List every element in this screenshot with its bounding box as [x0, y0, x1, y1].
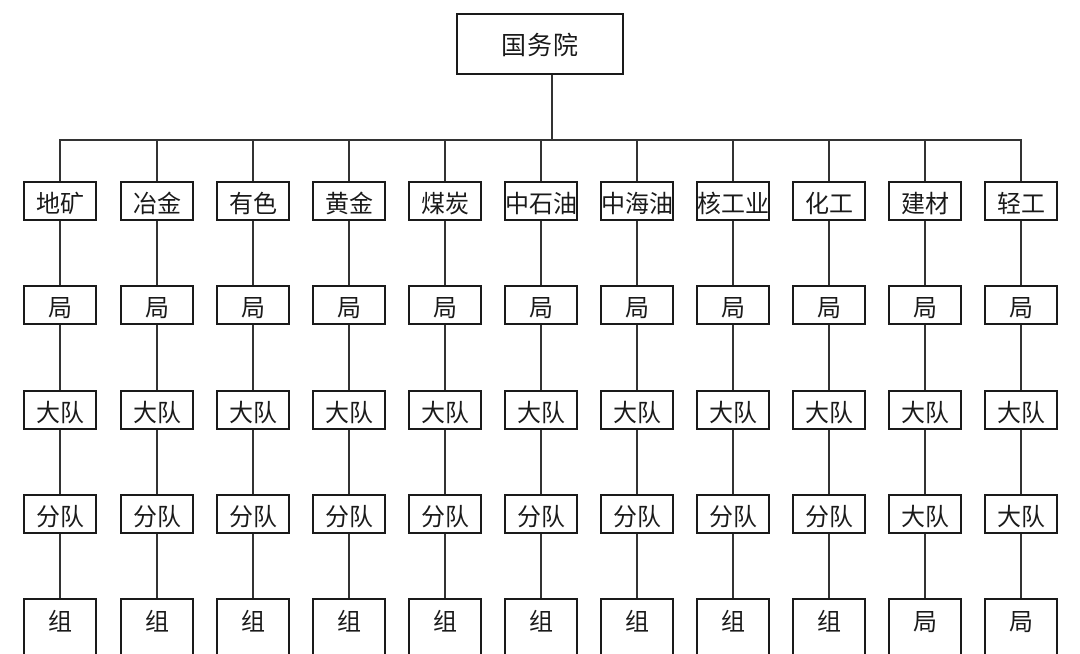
brigade-node-11: 大队	[984, 390, 1058, 430]
bureau-node-2: 局	[120, 285, 194, 325]
sub-brigade-node-11: 大队	[984, 494, 1058, 534]
ministry-node-10: 建材	[888, 181, 962, 221]
brigade-node-8: 大队	[696, 390, 770, 430]
sub-brigade-node-4: 分队	[312, 494, 386, 534]
bureau-node-4: 局	[312, 285, 386, 325]
ministry-node-6: 中石油	[504, 181, 578, 221]
root-stem-line	[551, 75, 553, 140]
team-node-1: 组	[23, 598, 97, 654]
team-node-11: 局	[984, 598, 1058, 654]
bureau-node-1: 局	[23, 285, 97, 325]
brigade-node-10: 大队	[888, 390, 962, 430]
ministry-node-11: 轻工	[984, 181, 1058, 221]
ministry-node-1: 地矿	[23, 181, 97, 221]
team-node-4: 组	[312, 598, 386, 654]
ministry-node-8: 核工业	[696, 181, 770, 221]
brigade-node-5: 大队	[408, 390, 482, 430]
bureau-node-9: 局	[792, 285, 866, 325]
sub-brigade-node-2: 分队	[120, 494, 194, 534]
team-node-9: 组	[792, 598, 866, 654]
brigade-node-3: 大队	[216, 390, 290, 430]
sub-brigade-node-7: 分队	[600, 494, 674, 534]
brigade-node-1: 大队	[23, 390, 97, 430]
bureau-node-3: 局	[216, 285, 290, 325]
bureau-node-6: 局	[504, 285, 578, 325]
team-node-6: 组	[504, 598, 578, 654]
team-node-3: 组	[216, 598, 290, 654]
ministry-node-7: 中海油	[600, 181, 674, 221]
team-node-8: 组	[696, 598, 770, 654]
bureau-node-10: 局	[888, 285, 962, 325]
team-node-10: 局	[888, 598, 962, 654]
sub-brigade-node-10: 大队	[888, 494, 962, 534]
team-node-5: 组	[408, 598, 482, 654]
team-node-7: 组	[600, 598, 674, 654]
bureau-node-5: 局	[408, 285, 482, 325]
ministry-node-9: 化工	[792, 181, 866, 221]
brigade-node-9: 大队	[792, 390, 866, 430]
sub-brigade-node-5: 分队	[408, 494, 482, 534]
team-node-2: 组	[120, 598, 194, 654]
ministry-node-3: 有色	[216, 181, 290, 221]
bureau-node-11: 局	[984, 285, 1058, 325]
sub-brigade-node-6: 分队	[504, 494, 578, 534]
ministry-node-5: 煤炭	[408, 181, 482, 221]
bureau-node-8: 局	[696, 285, 770, 325]
bureau-node-7: 局	[600, 285, 674, 325]
sub-brigade-node-3: 分队	[216, 494, 290, 534]
brigade-node-2: 大队	[120, 390, 194, 430]
brigade-node-7: 大队	[600, 390, 674, 430]
ministry-node-2: 冶金	[120, 181, 194, 221]
sub-brigade-node-1: 分队	[23, 494, 97, 534]
root-node: 国务院	[456, 13, 624, 75]
brigade-node-4: 大队	[312, 390, 386, 430]
ministry-node-4: 黄金	[312, 181, 386, 221]
sub-brigade-node-8: 分队	[696, 494, 770, 534]
sub-brigade-node-9: 分队	[792, 494, 866, 534]
brigade-node-6: 大队	[504, 390, 578, 430]
